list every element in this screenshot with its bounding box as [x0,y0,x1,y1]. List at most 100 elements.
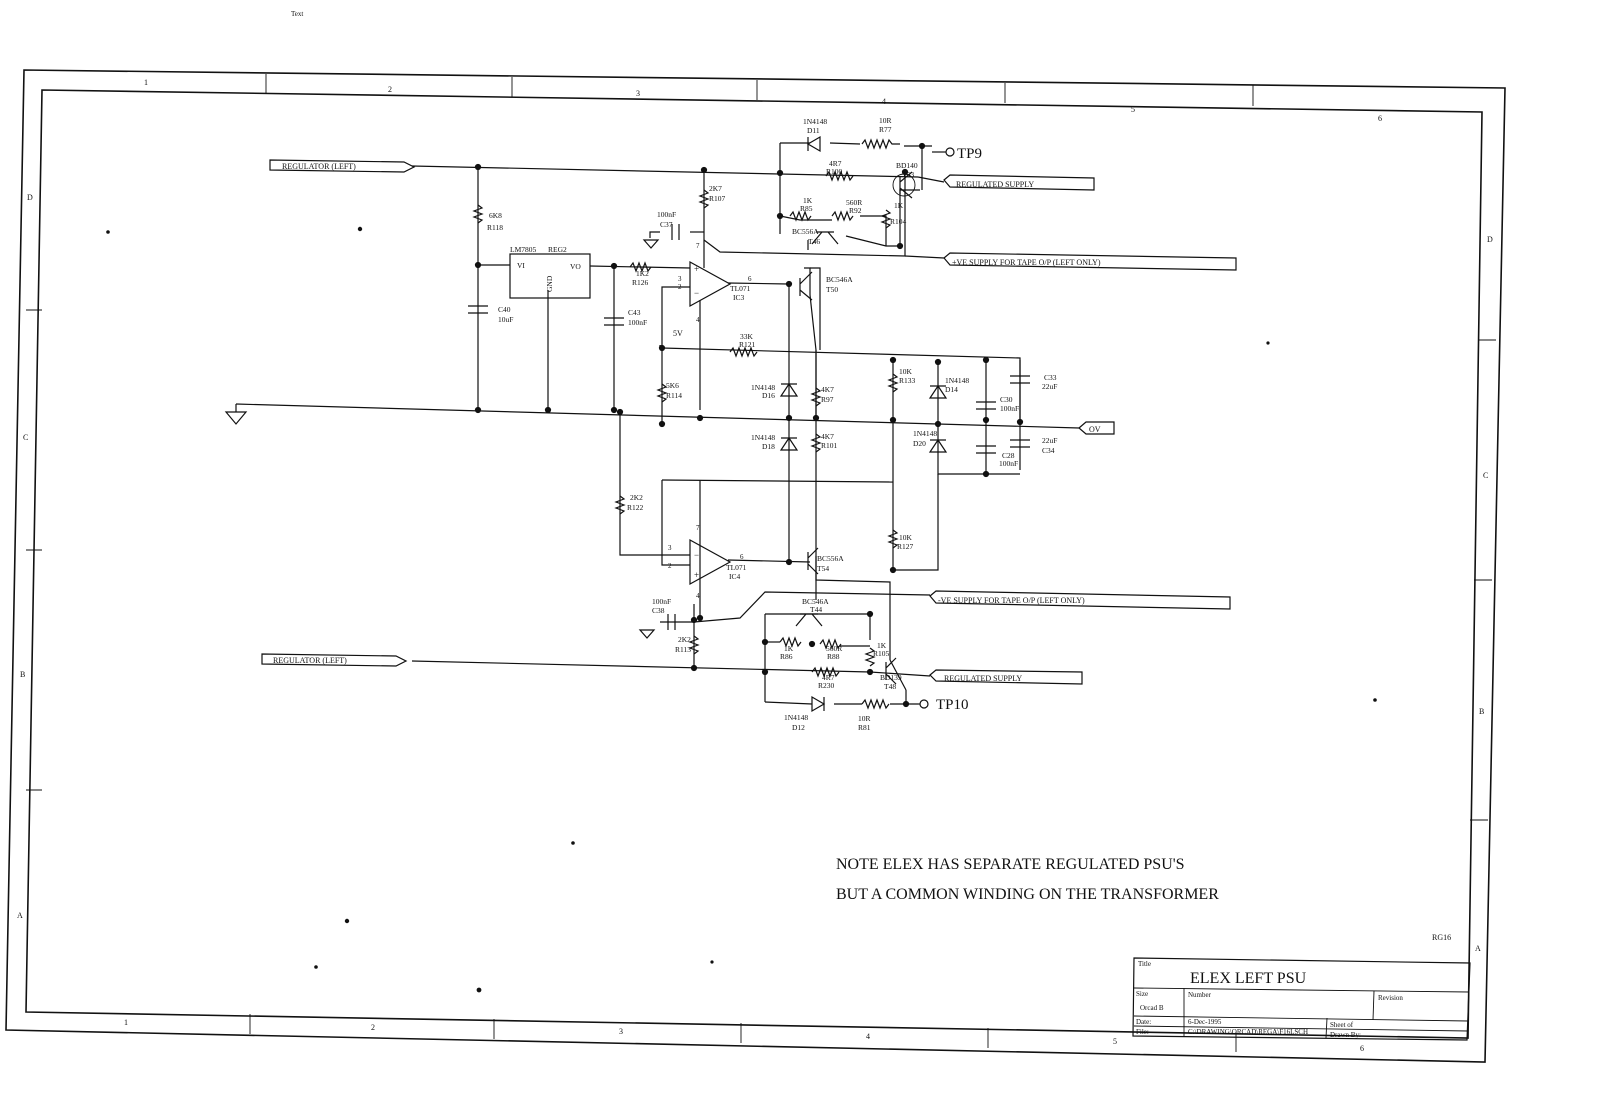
ground-symbols [224,239,660,639]
zone-right-c: C [1483,471,1488,480]
date-label: Date: [1136,1018,1151,1026]
label-parts-r122-0: 2K2 [630,493,643,502]
zone-top-6: 6 [1378,114,1382,123]
label-parts-pins-2: 6 [748,275,752,283]
resistor-r77 [861,138,900,150]
label-parts-d16-1: D16 [762,391,775,400]
label-parts-ic3-0: TL071 [730,284,751,293]
label-parts-t54-1: T54 [817,564,829,573]
label-parts-t44-1: T44 [810,605,822,614]
label-parts-pins-8: 7 [696,524,700,532]
sheet-label: Sheet of [1330,1021,1354,1029]
tp9-label: TP9 [957,146,982,162]
label-parts-c33-0: C33 [1044,373,1057,382]
label-parts-r107-1: R107 [709,194,726,203]
label-parts-r100-0: 4R7 [829,159,842,168]
opamp-ic3 [689,260,732,308]
port-reg-left-top [269,159,416,173]
transistor-t48 [885,657,897,685]
label-parts-reg2-0: LM7805 [510,245,537,254]
port-shapes [261,159,1237,685]
tp10-circle [919,699,929,709]
resistor-r104 [880,209,892,229]
zone-top-3: 3 [636,89,640,98]
label-parts-r113-0: 2K2 [678,635,691,644]
label-parts-r113-1: R113 [675,645,691,654]
resistor-r81 [861,698,890,710]
test-points [918,147,955,709]
label-parts-c34-0: 22uF [1042,436,1057,445]
label-parts-ic4-1: IC4 [729,572,741,581]
capacitor-c40 [468,305,488,314]
drawing-ref: RG16 [1432,933,1451,942]
label-parts-t46-1: T46 [808,237,820,246]
junctions [474,142,1024,708]
label-parts-t46-0: BC556A [792,227,819,236]
resistor-r113 [688,635,700,655]
port-ov [1078,421,1115,435]
size-value: Orcad B [1140,1004,1164,1012]
svg-text:−: − [694,288,699,298]
label-parts-r85-1: R85 [800,204,813,213]
label-parts-r118-1: R118 [487,223,503,232]
label-parts-d12-1: D12 [792,723,805,732]
label-parts-ic3-1: IC3 [733,293,745,302]
label-parts-ic4-0: TL071 [726,563,747,572]
label-parts-c33-1: 22uF [1042,382,1057,391]
label-parts-c37-1: C37 [660,220,673,229]
capacitor-c37 [671,224,680,240]
label-parts-d14-0: 1N4148 [945,376,969,385]
label-parts-t54-0: BC556A [817,554,844,563]
label-parts-r77-1: R77 [879,125,892,134]
label-parts-d11-0: 1N4148 [803,117,827,126]
label-parts-r88-0: 560R [826,644,842,653]
label-parts-r127-0: 10K [899,533,913,542]
zone-top-5: 5 [1131,105,1135,114]
label-parts-r86-1: R86 [780,652,793,661]
diode-d20 [928,438,948,453]
diode-d18 [779,436,799,451]
label-parts-d12-0: 1N4148 [784,713,808,722]
tp9-circle [945,147,955,157]
zone-top-4: 4 [882,97,886,106]
port-reg-left-bottom [261,653,408,667]
resistor-r107 [698,189,710,209]
port-label-reg-supply-top: REGULATED SUPPLY [956,180,1034,189]
label-parts-c28-1: 100nF [999,459,1018,468]
resistor-r101 [810,433,822,453]
resistor-r88 [819,638,842,650]
label-parts-pins-7: 6 [740,553,744,561]
label-parts-r230-0: 4R7 [822,673,835,682]
label-parts-pins-5: 3 [668,544,672,552]
port-label-neg-tape: -VE SUPPLY FOR TAPE O/P (LEFT ONLY) [938,596,1085,605]
label-parts-reg2_pins-0: VI [517,261,525,270]
label-parts-r86-0: 1K [784,644,794,653]
wires [235,142,1080,705]
label-parts-r92-1: R92 [849,206,862,215]
resistor-r230 [811,666,840,678]
capacitor-c28 [976,445,996,454]
label-parts-v5: 5V [673,329,683,338]
label-parts-r127-1: R127 [897,542,914,551]
capacitor-c34 [1010,439,1030,448]
file-value: C:\DRAWING\ORCAD\REGA\F16LSCH [1188,1028,1308,1036]
label-parts-c34-1: C34 [1042,446,1055,455]
title-label: Title [1138,960,1151,968]
label-parts-t48-0: BD139 [880,673,902,682]
label-parts-r104-0: 1K [894,201,904,210]
capacitor-c38 [667,614,676,630]
zone-bottom-1: 1 [124,1018,128,1027]
drawn-by-label: Drawn By: [1330,1031,1361,1039]
transistor-t54 [807,547,819,575]
port-label-reg-supply-bottom: REGULATED SUPPLY [944,674,1022,683]
zone-right-d: D [1487,235,1493,244]
resistor-r97 [810,387,822,407]
zone-bottom-4: 4 [866,1032,870,1041]
diodes [779,135,948,713]
capacitor-c43 [604,317,624,326]
zone-labels: 1 2 3 4 5 6 1 2 3 4 5 6 D C B A D C B A [17,78,1493,1053]
label-parts-pins-1: 3 [678,275,682,283]
svg-text:−: − [694,550,699,560]
note-line-2: BUT A COMMON WINDING ON THE TRANSFORMER [836,886,1219,903]
